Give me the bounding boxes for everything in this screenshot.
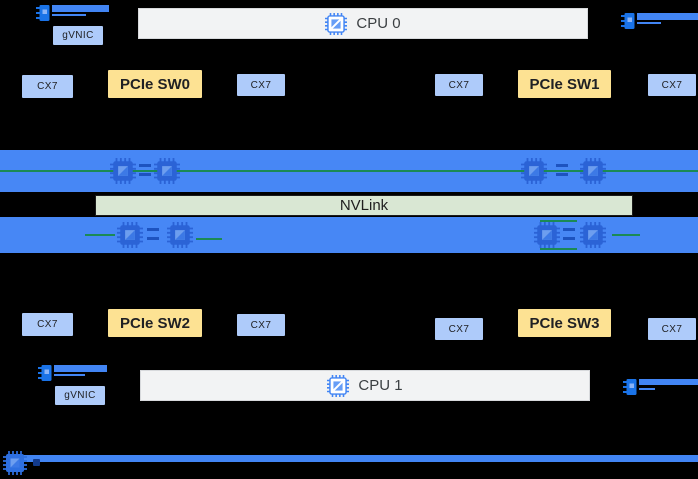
cpu0-box: CPU 0 <box>138 8 588 39</box>
bus-connector-dot <box>33 459 40 466</box>
network-wire <box>54 365 107 372</box>
gpu-chip-icon <box>110 158 136 184</box>
gpu-chip-icon <box>117 222 143 248</box>
cx7-label: CX7 <box>250 319 272 331</box>
cx7-box: CX7 <box>237 74 285 96</box>
cx7-label: CX7 <box>661 323 683 335</box>
network-wire <box>637 13 698 20</box>
gpu-link-mark <box>147 237 159 240</box>
pcie-switch-box: PCIe SW3 <box>518 309 611 337</box>
cpu-icon <box>325 13 347 35</box>
pcie-switch-label: PCIe SW3 <box>529 314 600 332</box>
pcie-switch-box: PCIe SW2 <box>108 309 202 337</box>
pcie-switch-box: PCIe SW1 <box>518 70 611 98</box>
network-wire <box>637 22 661 24</box>
gpu-link-mark <box>556 173 568 176</box>
nvlink-trace <box>85 234 115 236</box>
gpu-chip-icon <box>580 222 606 248</box>
gpu-band-bottom <box>0 217 698 253</box>
network-wire <box>52 14 86 16</box>
gpu-link-mark <box>139 173 151 176</box>
gvnic-label: gVNIC <box>62 30 94 41</box>
gpu-link-mark <box>556 164 568 167</box>
cx7-box: CX7 <box>648 318 696 340</box>
cx7-box: CX7 <box>435 318 483 340</box>
cpu1-label: CPU 1 <box>358 377 403 394</box>
cpu0-label: CPU 0 <box>356 15 401 32</box>
pcie-switch-label: PCIe SW1 <box>529 75 600 93</box>
cx7-label: CX7 <box>37 81 58 92</box>
gpu-link-mark <box>139 164 151 167</box>
nvlink-trace <box>0 170 698 172</box>
host-nic-icon <box>621 11 637 31</box>
nvlink-trace <box>612 234 640 236</box>
cx7-box: CX7 <box>435 74 483 96</box>
cx7-box: CX7 <box>237 314 285 336</box>
gvnic-box-bottom: gVNIC <box>55 386 105 405</box>
gpu-chip-icon <box>167 222 193 248</box>
gpu-chip-icon <box>580 158 606 184</box>
cx7-label: CX7 <box>661 79 683 91</box>
pcie-switch-label: PCIe SW0 <box>119 75 191 93</box>
pcie-switch-label: PCIe SW2 <box>119 314 191 332</box>
network-wire <box>639 379 698 385</box>
network-bus-bottom <box>20 455 698 462</box>
nvlink-bus: NVLink <box>95 195 633 216</box>
nvlink-trace <box>540 220 577 222</box>
host-nic-icon <box>38 363 54 383</box>
host-nic-icon <box>623 377 639 397</box>
nvlink-label: NVLink <box>339 197 389 214</box>
network-wire <box>54 374 85 376</box>
gvnic-box-top: gVNIC <box>53 26 103 45</box>
gpu-chip-icon <box>521 158 547 184</box>
cx7-box: CX7 <box>22 75 73 98</box>
gpu-chip-icon <box>534 222 560 248</box>
gpu-link-mark <box>563 228 575 231</box>
gpu-link-mark <box>563 237 575 240</box>
gpu-chip-icon <box>154 158 180 184</box>
nvlink-trace <box>540 248 577 250</box>
network-wire <box>639 388 655 390</box>
cx7-label: CX7 <box>448 323 470 335</box>
cx7-label: CX7 <box>37 319 58 330</box>
cx7-label: CX7 <box>448 79 470 91</box>
network-wire <box>52 5 109 12</box>
cpu-icon <box>327 375 349 397</box>
chip-icon <box>3 451 27 475</box>
gpu-link-mark <box>147 228 159 231</box>
cx7-box: CX7 <box>648 74 696 96</box>
gvnic-label: gVNIC <box>64 390 96 401</box>
nvlink-trace <box>196 238 222 240</box>
cpu1-box: CPU 1 <box>140 370 590 401</box>
pcie-switch-box: PCIe SW0 <box>108 70 202 98</box>
host-nic-icon <box>36 3 52 23</box>
cx7-label: CX7 <box>250 79 272 91</box>
cx7-box: CX7 <box>22 313 73 336</box>
